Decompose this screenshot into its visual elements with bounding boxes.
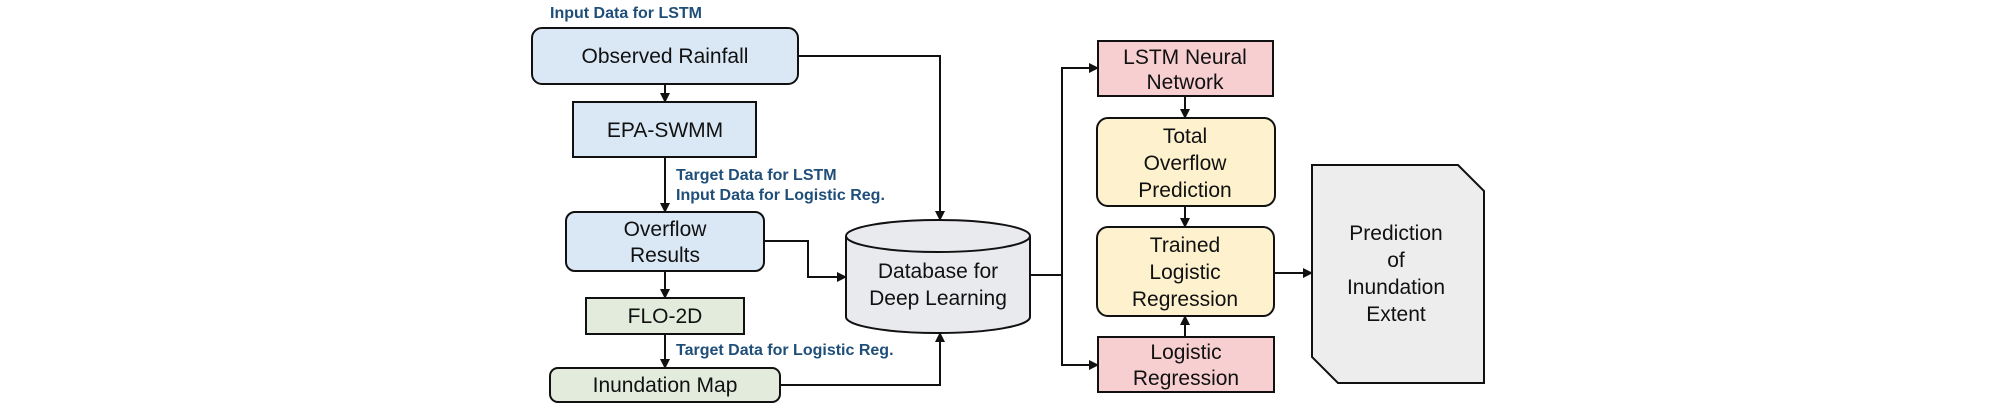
node-flo-2d-line-1: FLO-2D bbox=[628, 305, 703, 328]
node-inundation-map-box bbox=[549, 367, 781, 403]
node-flo-2d-box bbox=[585, 297, 745, 335]
edge-database-to-lstm bbox=[1030, 63, 1099, 276]
node-prediction-line-1: Prediction bbox=[1349, 222, 1442, 245]
node-total-overflow-prediction-line-3: Prediction bbox=[1138, 179, 1231, 202]
edge-database-to-logistic bbox=[1061, 275, 1099, 370]
node-logistic-regression-box bbox=[1097, 336, 1275, 393]
node-lstm-neural-network-line-1: LSTM Neural bbox=[1123, 46, 1247, 69]
node-logistic-regression-line-2: Regression bbox=[1133, 367, 1239, 390]
node-inundation-map-line-1: Inundation Map bbox=[593, 374, 738, 397]
node-prediction-of-inundation-extent: Prediction of Inundation Extent bbox=[1311, 164, 1485, 384]
node-trained-logistic-regression-line-1: Trained bbox=[1150, 234, 1220, 257]
node-lstm-neural-network-line-2: Network bbox=[1146, 71, 1224, 94]
input-data-logistic-label: Input Data for Logistic Reg. bbox=[676, 187, 885, 204]
node-total-overflow-prediction-box bbox=[1096, 117, 1276, 207]
node-trained-logistic-regression-line-3: Regression bbox=[1132, 288, 1238, 311]
node-overflow-results-line-2: Results bbox=[630, 244, 700, 267]
edge-overflow-to-database bbox=[764, 240, 847, 282]
target-data-logistic-label: Target Data for Logistic Reg. bbox=[676, 342, 894, 359]
edge-rainfall-to-database bbox=[798, 55, 945, 221]
node-overflow-results-line-1: Overflow bbox=[624, 218, 708, 241]
node-total-overflow-prediction-line-1: Total bbox=[1163, 125, 1207, 148]
node-flo-2d: FLO-2D bbox=[585, 297, 745, 335]
node-overflow-results-box bbox=[565, 211, 765, 272]
node-database-line-2: Deep Learning bbox=[869, 287, 1007, 310]
node-epa-swmm-line-1: EPA-SWMM bbox=[607, 119, 723, 142]
node-trained-logistic-regression: Trained Logistic Regression bbox=[1096, 226, 1275, 317]
node-prediction-line-3: Inundation bbox=[1347, 276, 1445, 299]
node-logistic-regression: Logistic Regression bbox=[1097, 336, 1275, 393]
edges bbox=[660, 55, 1313, 386]
node-prediction-document-shape bbox=[1311, 164, 1485, 384]
database-cylinder-body bbox=[845, 236, 1031, 334]
node-overflow-results: Overflow Results bbox=[565, 211, 765, 272]
node-trained-logistic-regression-box bbox=[1096, 226, 1275, 317]
node-prediction-line-4: Extent bbox=[1366, 303, 1426, 326]
node-prediction-line-2: of bbox=[1387, 249, 1405, 272]
node-observed-rainfall: Observed Rainfall bbox=[531, 27, 799, 85]
node-database: Database for Deep Learning bbox=[845, 219, 1031, 334]
input-data-lstm-label: Input Data for LSTM bbox=[550, 5, 702, 22]
node-observed-rainfall-box bbox=[531, 27, 799, 85]
node-epa-swmm-box bbox=[572, 101, 757, 158]
node-total-overflow-prediction-line-2: Overflow bbox=[1144, 152, 1228, 175]
node-logistic-regression-line-1: Logistic bbox=[1150, 341, 1221, 364]
node-database-line-1: Database for bbox=[878, 260, 998, 283]
node-epa-swmm: EPA-SWMM bbox=[572, 101, 757, 158]
node-lstm-neural-network: LSTM Neural Network bbox=[1097, 40, 1274, 97]
node-lstm-neural-network-box bbox=[1097, 40, 1274, 97]
node-observed-rainfall-line-1: Observed Rainfall bbox=[582, 45, 749, 68]
database-cylinder-top bbox=[845, 219, 1031, 253]
node-total-overflow-prediction: Total Overflow Prediction bbox=[1096, 117, 1276, 207]
node-trained-logistic-regression-line-2: Logistic bbox=[1149, 261, 1220, 284]
node-inundation-map: Inundation Map bbox=[549, 367, 781, 403]
target-data-lstm-label: Target Data for LSTM bbox=[676, 167, 837, 184]
edge-inundation-map-to-database bbox=[780, 332, 945, 386]
